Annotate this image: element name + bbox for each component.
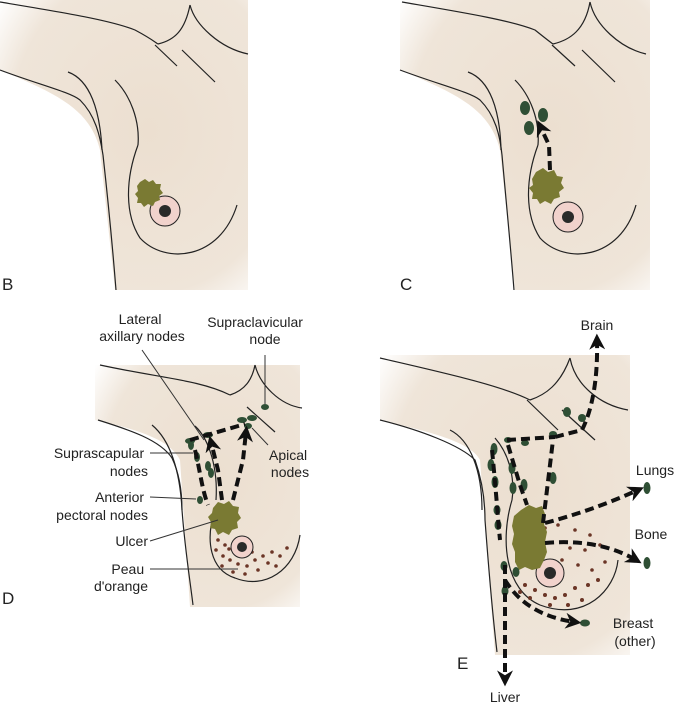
- ulcer-tumor: [208, 501, 241, 535]
- nipple: [544, 567, 556, 579]
- nipple: [159, 205, 171, 217]
- lymph-node: [549, 472, 557, 484]
- suprascapular-node: [205, 461, 211, 471]
- arm-top-outline: [401, 1, 554, 45]
- label-anterior-pectoral-nodes: Anterior pectoral nodes: [56, 489, 148, 523]
- panel-label-e: E: [457, 654, 468, 673]
- panel-e: Brain Lungs Bone Breast (other) Liver E: [379, 317, 674, 705]
- breast-outline: [209, 509, 301, 583]
- breast-outline: [505, 499, 619, 611]
- label-suprascapular-nodes: Suprascapular nodes: [54, 445, 148, 479]
- arrow-to-breast-other: [503, 578, 582, 629]
- arm-top-outline: [379, 357, 531, 401]
- anterior-pectoral-node: [197, 496, 203, 504]
- torso-side-outline: [484, 519, 498, 653]
- spread-arrow: [231, 425, 253, 501]
- bone-metastasis-node: [643, 557, 651, 569]
- apical-node: [237, 417, 247, 423]
- arm-bottom-outline: [399, 69, 503, 156]
- leader-anterior-pectoral: [149, 496, 197, 500]
- arrow-to-lungs: [544, 486, 644, 525]
- lymph-node: [509, 482, 517, 494]
- label-supraclavicular-node: Supraclavicular node: [207, 314, 307, 347]
- apical-node: [247, 415, 257, 421]
- torso-side-outline: [151, 424, 194, 606]
- label-lungs: Lungs: [636, 462, 674, 478]
- lymph-node: [563, 407, 571, 417]
- panel-label-b: B: [2, 275, 13, 294]
- shoulder-outline: [229, 364, 256, 396]
- lymph-node: [538, 108, 548, 122]
- suprascapular-node: [208, 468, 214, 478]
- arm-top-outline: [0, 1, 159, 45]
- neck-outline: [189, 4, 249, 55]
- breast-outline: [527, 144, 637, 255]
- label-breast-other: Breast (other): [613, 615, 657, 649]
- leader-lateral-axillary: [141, 349, 205, 441]
- leader-ulcer: [149, 519, 219, 542]
- label-liver: Liver: [490, 689, 521, 705]
- lymph-node: [521, 440, 529, 446]
- lymph-node: [512, 567, 520, 577]
- breast-outline: [127, 144, 238, 255]
- spread-arrow: [205, 435, 224, 501]
- panel-c: C: [399, 0, 650, 294]
- clavicle-line-1: [154, 44, 178, 67]
- leader-apical: [251, 427, 269, 446]
- tumor: [512, 505, 547, 570]
- lymph-node: [524, 121, 534, 135]
- shoulder-outline: [552, 1, 591, 45]
- suprascapular-node: [188, 440, 194, 450]
- label-brain: Brain: [581, 317, 614, 333]
- lymph-node: [578, 414, 586, 422]
- panel-label-d: D: [2, 589, 14, 608]
- label-lateral-axillary-nodes: Lateral axillary nodes: [99, 311, 185, 344]
- arm-top-outline: [99, 364, 231, 396]
- clavicle-line-1: [551, 44, 576, 67]
- label-apical-nodes: Apical nodes: [269, 447, 311, 480]
- arm-bottom-outline: [0, 69, 104, 156]
- lymph-node: [520, 101, 530, 115]
- arrow-to-bone: [544, 540, 642, 564]
- nipple: [562, 211, 574, 223]
- torso-side-outline: [102, 154, 117, 291]
- tumor: [135, 179, 163, 207]
- clavicle-line: [246, 406, 276, 433]
- peau-dots: [518, 523, 607, 607]
- axilla-fold: [449, 429, 483, 511]
- arrow-to-brain: [554, 333, 606, 439]
- clavicle-line-2: [181, 49, 216, 83]
- spread-path: [193, 449, 210, 506]
- spread-path: [506, 435, 556, 442]
- neck-outline: [254, 364, 303, 409]
- breast-other-metastasis-node: [580, 619, 590, 627]
- panel-label-c: C: [400, 275, 412, 294]
- clavicle-line-1: [526, 399, 559, 431]
- neck-outline: [589, 1, 647, 55]
- skin-region: [0, 0, 248, 290]
- tumor: [529, 168, 564, 204]
- axilla-fold: [467, 71, 502, 151]
- skin-region: [380, 355, 630, 655]
- shoulder-outline: [529, 357, 571, 401]
- neck-outline: [569, 357, 629, 411]
- panel-d: Lateral axillary nodes Supraclavicular n…: [2, 311, 311, 608]
- pectoral-fold: [194, 425, 217, 501]
- panel-b: B: [0, 0, 249, 294]
- label-ulcer: Ulcer: [115, 533, 148, 549]
- clavicle-line-2: [581, 49, 616, 83]
- nipple: [237, 542, 247, 552]
- spread-path: [189, 422, 246, 442]
- label-bone: Bone: [635, 526, 668, 542]
- supraclavicular-node: [261, 404, 269, 410]
- label-peau-dorange: Peau d'orange: [94, 561, 148, 594]
- torso-side-outline: [501, 154, 515, 291]
- shoulder-outline: [157, 4, 191, 45]
- peau-dots: [214, 538, 289, 576]
- skin-region: [400, 0, 650, 290]
- lungs-metastasis-node: [643, 482, 651, 494]
- axilla-fold: [67, 71, 103, 151]
- spread-arrow: [536, 120, 552, 171]
- pectoral-fold: [114, 79, 139, 146]
